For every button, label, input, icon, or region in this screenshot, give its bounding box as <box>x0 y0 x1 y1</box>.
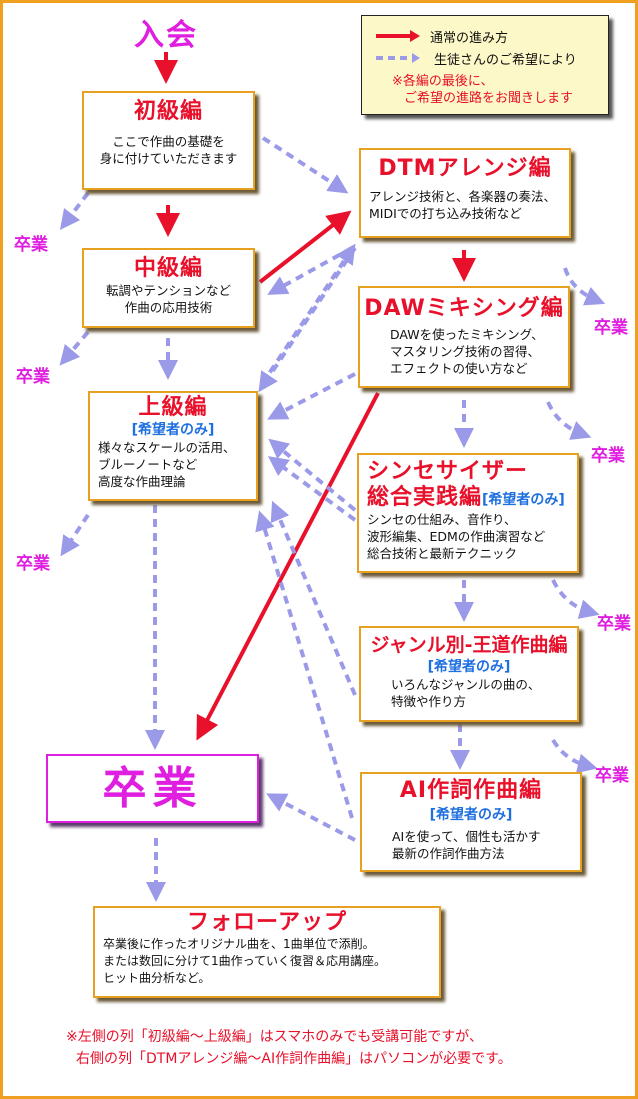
legend-note-line1: ※各編の最後に、 <box>392 74 494 89</box>
entry-label: 入会 <box>134 18 198 53</box>
course-desc: AIを使って、個性も活かす 最新の作詞作曲方法 <box>392 829 541 861</box>
course-genre: ジャンル別-王道作曲編 [希望者のみ] いろんなジャンルの曲の、 特徴や作り方 <box>359 626 579 722</box>
graduation-label: 卒業 <box>14 235 48 255</box>
graduation-label: 卒業 <box>591 446 625 466</box>
legend-note: ※各編の最後に、 ご希望の進路をお聞きします <box>392 73 573 107</box>
course-title-line1: シンセサイザー <box>367 459 529 484</box>
course-ai: AI作詞作曲編 [希望者のみ] AIを使って、個性も活かす 最新の作詞作曲方法 <box>360 772 582 872</box>
course-synth: シンセサイザー 総合実践編[希望者のみ] シンセの仕組み、音作り、 波形編集、E… <box>357 453 579 573</box>
course-beginner: 初級編 ここで作曲の基礎を 身に付けていただきます <box>82 91 255 190</box>
course-title: 初級編 <box>133 99 203 124</box>
course-advanced: 上級編 [希望者のみ] 様々なスケールの活用、 ブルーノートなど 高度な作曲理論 <box>88 391 258 501</box>
course-title: 中級編 <box>133 256 203 281</box>
course-desc: 転調やテンションなど 作曲の応用技術 <box>105 283 231 315</box>
optional-tag: [希望者のみ] <box>427 659 511 675</box>
optional-tag: [希望者のみ] <box>482 492 565 508</box>
course-title: ジャンル別-王道作曲編 <box>370 634 568 656</box>
graduation-label: 卒業 <box>597 614 631 634</box>
course-dtm-arrange: DTMアレンジ編 アレンジ技術と、各楽器の奏法、 MIDIでの打ち込み技術など <box>359 148 571 238</box>
optional-tag: [希望者のみ] <box>429 807 513 823</box>
course-desc: 卒業後に作ったオリジナル曲を、1曲単位で添削。 または数回に分けて1曲作っていく… <box>103 937 387 985</box>
course-intermediate: 中級編 転調やテンションなど 作曲の応用技術 <box>82 248 255 328</box>
footnote: ※左側の列「初級編～上級編」はスマホのみでも受講可能ですが、 右側の列「DTMア… <box>66 1026 512 1070</box>
course-title: フォローアップ <box>186 910 348 935</box>
graduation-label: 卒業 <box>16 554 50 574</box>
course-desc: いろんなジャンルの曲の、 特徴や作り方 <box>391 677 541 709</box>
legend-optional-path: 生徒さんのご希望により <box>434 53 577 68</box>
course-followup: フォローアップ 卒業後に作ったオリジナル曲を、1曲単位で添削。 または数回に分け… <box>93 906 441 998</box>
course-daw-mixing: DAWミキシング編 DAWを使ったミキシング、 マスタリング技術の習得、 エフェ… <box>358 286 570 388</box>
legend-note-line2: ご希望の進路をお聞きします <box>404 91 574 106</box>
legend-arrows <box>376 30 420 63</box>
legend-normal-path: 通常の進み方 <box>430 31 509 46</box>
graduation-label: 卒業 <box>16 367 50 387</box>
footnote-line2: 右側の列「DTMアレンジ編～AI作詞作曲編」はパソコンが必要です。 <box>76 1051 512 1067</box>
course-title-line2: 総合実践編 <box>367 485 483 510</box>
footnote-line1: ※左側の列「初級編～上級編」はスマホのみでも受講可能ですが、 <box>66 1029 484 1045</box>
course-title: 上級編 <box>138 395 208 420</box>
course-desc: ここで作曲の基礎を 身に付けていただきます <box>99 134 238 166</box>
graduation-box: 卒業 <box>46 754 259 823</box>
legend: 通常の進み方 生徒さんのご希望により ※各編の最後に、 ご希望の進路をお聞きしま… <box>361 15 609 115</box>
course-desc: シンセの仕組み、音作り、 波形編集、EDMの作曲演習など 総合技術と最新テクニッ… <box>367 512 546 561</box>
course-title: DTMアレンジ編 <box>378 156 552 181</box>
course-title: AI作詞作曲編 <box>399 778 543 803</box>
course-title: DAWミキシング編 <box>364 296 564 321</box>
graduation-label: 卒業 <box>595 766 629 786</box>
course-desc: 様々なスケールの活用、 ブルーノートなど 高度な作曲理論 <box>98 440 236 489</box>
course-desc: アレンジ技術と、各楽器の奏法、 MIDIでの打ち込み技術など <box>369 189 557 221</box>
optional-tag: [希望者のみ] <box>131 422 215 438</box>
graduation-label: 卒業 <box>594 318 628 338</box>
course-desc: DAWを使ったミキシング、 マスタリング技術の習得、 エフェクトの使い方など <box>390 327 544 376</box>
